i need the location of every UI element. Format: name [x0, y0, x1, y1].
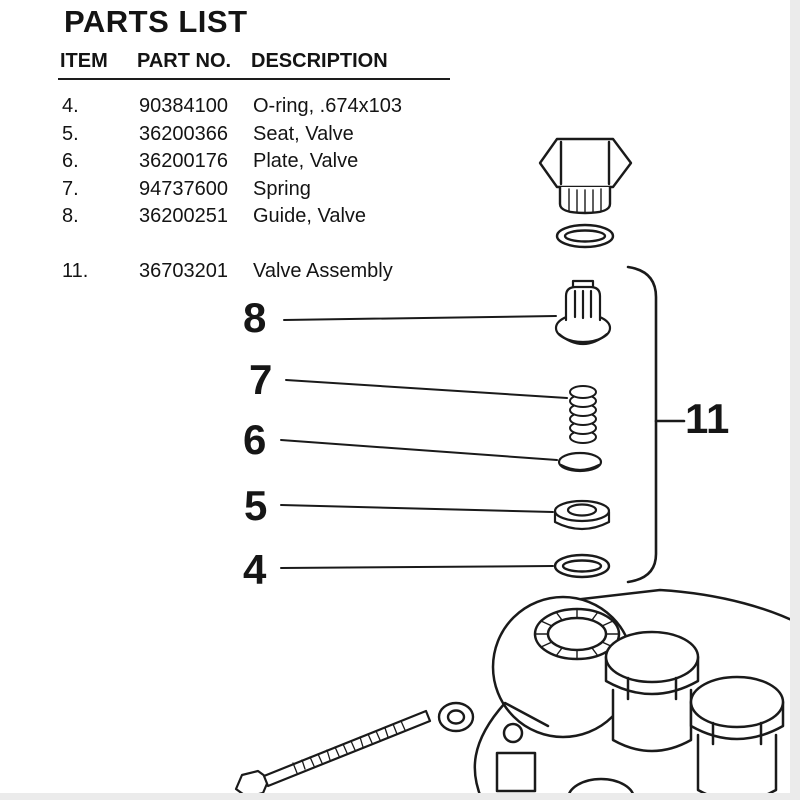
cell-description: Spring	[253, 177, 311, 200]
plug-thread-hatching	[568, 188, 602, 214]
cell-part-no: 36200176	[139, 150, 228, 172]
page-edge-bottom	[0, 793, 800, 800]
table-row: 6. 36200176 Plate, Valve	[58, 148, 450, 176]
cell-description: O-ring, .674x103	[253, 95, 402, 117]
valve-guide-drawing	[554, 279, 612, 346]
table-row: 7. 94737600 Spring	[58, 176, 450, 204]
body-tab	[495, 751, 537, 793]
valve-seat-drawing	[553, 499, 611, 531]
callout-5: 5	[244, 482, 268, 529]
bolt-shank	[262, 709, 432, 788]
parts-table: ITEM PART NO. DESCRIPTION 4. 90384100 O-…	[58, 50, 450, 285]
col-header-part-no: PART NO.	[137, 50, 232, 72]
threaded-port-inner	[546, 616, 608, 652]
cell-description: Plate, Valve	[253, 150, 359, 172]
cell-item: 11.	[62, 259, 89, 282]
page-edge-right	[790, 0, 800, 800]
cell-part-no: 36703201	[139, 259, 228, 282]
bolt-drawing	[234, 709, 432, 799]
callout-7: 7	[249, 356, 273, 403]
cell-description: Guide, Valve	[253, 205, 367, 227]
callout-6: 6	[243, 416, 267, 463]
washer-drawing	[437, 701, 475, 733]
table-row: 11. 36703201 Valve Assembly	[58, 258, 450, 286]
cell-item: 8.	[62, 205, 79, 227]
assembly-bracket	[626, 265, 686, 584]
cell-part-no: 94737600	[139, 177, 228, 200]
callout-11: 11	[685, 395, 730, 442]
plug-o-ring-drawing	[555, 223, 615, 249]
cell-part-no: 90384100	[139, 95, 228, 117]
callout-8: 8	[243, 294, 267, 341]
table-header: ITEM PART NO. DESCRIPTION	[58, 50, 450, 80]
col-header-item: ITEM	[60, 50, 108, 72]
hex-plug-drawing	[538, 137, 633, 215]
table-row: 4. 90384100 O-ring, .674x103	[58, 93, 450, 121]
leader-lines	[280, 315, 568, 569]
page-title: PARTS LIST	[64, 4, 248, 39]
cell-item: 5.	[62, 122, 79, 145]
col-header-description: DESCRIPTION	[251, 50, 388, 72]
table-row: 5. 36200366 Seat, Valve	[58, 121, 450, 149]
o-ring-drawing	[553, 553, 611, 579]
cell-item: 7.	[62, 177, 79, 200]
spring-drawing	[569, 385, 597, 444]
table-row: 8. 36200251 Guide, Valve	[58, 203, 450, 231]
valve-body-drawing	[473, 588, 800, 800]
bolt-threads	[292, 720, 406, 774]
cell-part-no: 36200366	[139, 122, 228, 145]
cell-item: 4.	[62, 95, 79, 117]
cell-part-no: 36200251	[139, 205, 228, 227]
cell-description: Seat, Valve	[253, 122, 354, 145]
valve-plate-drawing	[557, 451, 603, 473]
cell-description: Valve Assembly	[253, 259, 393, 282]
port-cap-2	[689, 675, 785, 800]
body-hole	[502, 722, 524, 744]
cell-item: 6.	[62, 150, 79, 172]
table-body: 4. 90384100 O-ring, .674x103 5. 36200366…	[58, 93, 450, 285]
callout-4: 4	[243, 546, 267, 593]
port-cap-1	[604, 630, 700, 753]
thread-hatching	[534, 608, 620, 660]
